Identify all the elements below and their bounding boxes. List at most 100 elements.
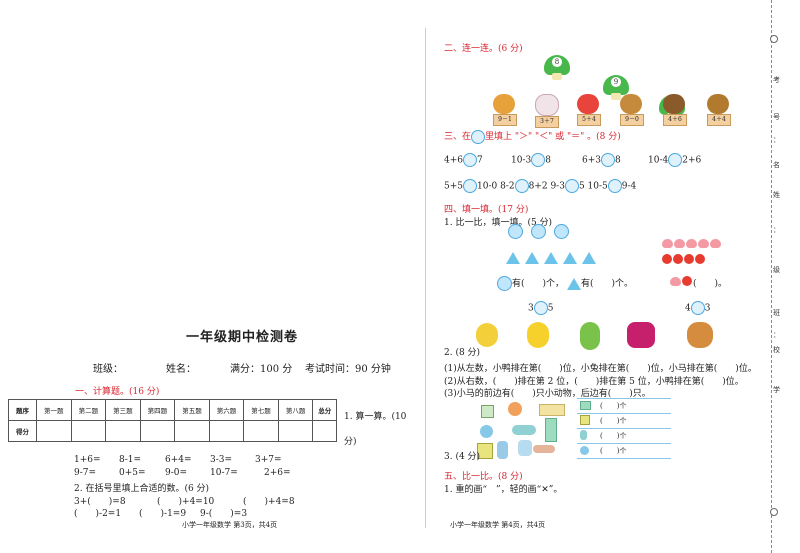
q4-1-fruit-fill: ( )。 bbox=[670, 276, 727, 289]
answer-circle-icon[interactable] bbox=[607, 179, 622, 193]
section4-heading: 四、填一填。(17 分) bbox=[444, 205, 529, 215]
apple-icon bbox=[695, 254, 705, 264]
mushroom-card[interactable]: 9 bbox=[603, 75, 629, 100]
side-char: 名 bbox=[773, 161, 780, 169]
fill-item: 9-( )=3 bbox=[200, 509, 248, 519]
calc-item: 2+6= bbox=[264, 468, 291, 478]
class-label: 班级： bbox=[93, 364, 123, 375]
animal-tag: 4＋4 bbox=[707, 114, 731, 126]
object-count-fill[interactable]: ( )个 bbox=[597, 443, 671, 459]
q1-label-cont: 分) bbox=[344, 437, 357, 447]
cuboid-icon bbox=[580, 415, 590, 425]
q4-2-line: (1)从左数，小鸭排在第( )位，小兔排在第( )位，小马排在第( )位。 bbox=[444, 364, 757, 374]
q4-2-line: (3)小马的前边有( )只小动物，后边有( )只。 bbox=[444, 389, 651, 399]
answer-circle-icon[interactable] bbox=[668, 153, 683, 167]
answer-circle-icon[interactable] bbox=[463, 179, 477, 193]
section3-heading-post: 里填上 "＞" "＜" 或 "＝" 。(8 分) bbox=[485, 132, 621, 142]
ball-icon bbox=[497, 276, 512, 291]
object-count-fill[interactable]: ( )个 bbox=[597, 413, 671, 429]
peach-icon bbox=[686, 239, 697, 248]
side-char: ： bbox=[773, 331, 780, 339]
ball-icon bbox=[580, 445, 589, 455]
answer-circle-icon[interactable] bbox=[531, 153, 546, 167]
monkey-icon bbox=[663, 94, 685, 114]
animal-card[interactable]: 4＋4 bbox=[707, 94, 731, 126]
answer-circle-icon[interactable] bbox=[514, 179, 529, 193]
compare-expr: 10-3 bbox=[511, 155, 532, 166]
side-char: 考 bbox=[773, 76, 780, 84]
score-cell[interactable] bbox=[208, 420, 245, 442]
compare-expr: 2+6 bbox=[682, 155, 702, 166]
q4-1-label: 1. 比一比，填一填。(5 分) bbox=[444, 218, 553, 228]
full-score: 满分：100 分 bbox=[230, 364, 293, 375]
mushroom-number: 8 bbox=[551, 57, 563, 67]
q4-1-fill-row: 有( )个， 有( )个。 bbox=[497, 276, 633, 291]
object-count-fill[interactable]: ( )个 bbox=[597, 428, 671, 444]
score-cell[interactable] bbox=[243, 420, 279, 442]
fruit-compare-fill[interactable]: ( )。 bbox=[693, 279, 728, 289]
peach-icon bbox=[662, 239, 673, 248]
cylinder-icon bbox=[512, 425, 536, 435]
binding-line bbox=[771, 0, 773, 553]
dog-icon bbox=[620, 94, 642, 114]
compare-expr: 3 bbox=[528, 303, 534, 314]
compare-expr: 10-4 bbox=[648, 155, 669, 166]
exam-title: 一年级期中检测卷 bbox=[186, 330, 299, 345]
calc-item: 8-1= bbox=[119, 455, 142, 465]
cuboid-icon bbox=[545, 418, 557, 442]
compare-expr: 4 bbox=[685, 303, 691, 314]
score-cell[interactable] bbox=[105, 420, 141, 442]
answer-circle-icon[interactable] bbox=[564, 179, 579, 193]
compare-expr: 3 bbox=[704, 303, 711, 314]
mushroom-number: 9 bbox=[610, 77, 622, 87]
triangle-count-fill[interactable]: 有( )个。 bbox=[581, 279, 634, 289]
mushroom-card[interactable]: 8 bbox=[544, 55, 570, 80]
apple-icon bbox=[684, 254, 694, 264]
side-char: 班 bbox=[773, 309, 780, 317]
object-count-fill[interactable]: ( )个 bbox=[597, 398, 671, 414]
animal-card[interactable]: 9－0 bbox=[620, 94, 644, 126]
section5-heading: 五、比一比。(8 分) bbox=[444, 472, 523, 482]
compare-expr: 9-3 bbox=[550, 181, 565, 192]
ball-count-fill[interactable]: 有( )个， bbox=[512, 279, 565, 289]
q4-2-line: (2)从右数，( )排在第 2 位，( )排在第 5 位，小鸭排在第( )位。 bbox=[444, 377, 744, 387]
score-cell[interactable] bbox=[277, 420, 314, 442]
triangle-icon bbox=[563, 252, 578, 264]
animal-card[interactable]: 3＋7 bbox=[535, 94, 559, 128]
answer-circle-icon[interactable] bbox=[690, 301, 705, 315]
calc-item: 9-0= bbox=[165, 468, 188, 478]
compare-expr: 8+2 bbox=[528, 181, 548, 192]
score-header-cell: 第四题 bbox=[139, 399, 176, 421]
side-char: ： bbox=[773, 136, 780, 144]
score-cell[interactable] bbox=[312, 420, 337, 442]
animal-card[interactable]: 5＋4 bbox=[577, 94, 601, 126]
compare-expr: 6+3 bbox=[582, 155, 601, 166]
ball-icon bbox=[508, 402, 522, 416]
duck-icon bbox=[527, 322, 549, 348]
fill-item: 3+( )=8 bbox=[74, 497, 126, 507]
score-cell[interactable] bbox=[70, 420, 107, 442]
compare-expr: 5 10-5 bbox=[578, 181, 608, 192]
ball-icon bbox=[531, 224, 547, 239]
apple-icon bbox=[682, 276, 692, 286]
answer-circle-icon[interactable] bbox=[601, 153, 615, 167]
cylinder-icon bbox=[497, 441, 508, 459]
calc-item: 1+6= bbox=[74, 455, 101, 465]
score-cell[interactable] bbox=[139, 420, 176, 442]
cuboid-icon bbox=[539, 404, 565, 416]
object-count-table: ( )个 ( )个 ( )个 ( )个 bbox=[577, 398, 671, 459]
animal-tag: 4＋6 bbox=[663, 114, 687, 126]
answer-circle-icon[interactable] bbox=[463, 153, 477, 167]
answer-circle-icon[interactable] bbox=[533, 301, 548, 315]
triangle-icon bbox=[582, 252, 597, 264]
fill-item: ( )+4=10 bbox=[157, 497, 215, 507]
animal-card[interactable]: 4＋6 bbox=[663, 94, 687, 126]
score-header-cell: 第七题 bbox=[243, 399, 279, 421]
score-cell[interactable] bbox=[174, 420, 210, 442]
animal-card[interactable]: 9－1 bbox=[493, 94, 517, 126]
animal-tag: 3＋7 bbox=[535, 116, 559, 128]
q4-3-label: 3. (4 分) bbox=[444, 452, 481, 462]
score-cell[interactable] bbox=[36, 420, 72, 442]
peach-icon bbox=[670, 277, 681, 286]
